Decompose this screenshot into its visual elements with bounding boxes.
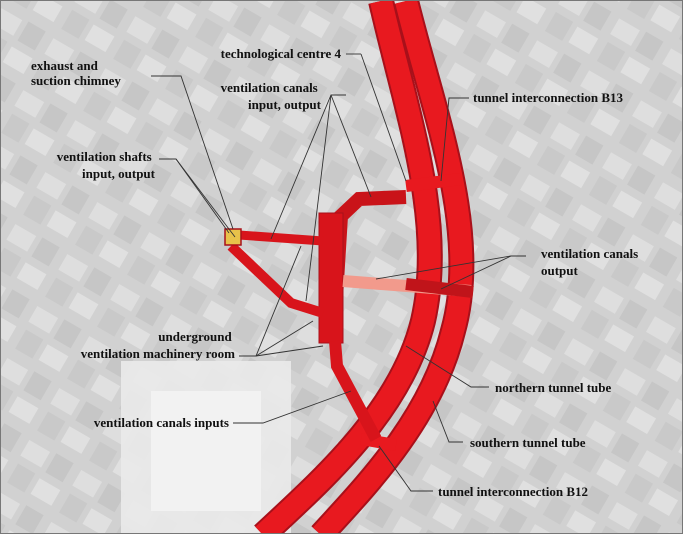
label-ventilation-canals-inputs: ventilation canals inputs [94,415,229,430]
label-technological-centre: technological centre 4 [221,46,342,61]
label-tunnel-interconnection-b13: tunnel interconnection B13 [473,90,623,105]
output-canal-end [406,284,473,292]
interconnection-b13-shape [406,179,461,186]
interconnection-b12-shape [361,439,396,445]
machinery-room-shape [319,213,343,343]
label-southern-tunnel-tube: southern tunnel tube [470,435,586,450]
label-northern-tunnel-tube: northern tunnel tube [495,380,612,395]
canal-to-shafts-upper [239,235,323,241]
label-tunnel-interconnection-b12: tunnel interconnection B12 [438,484,588,499]
